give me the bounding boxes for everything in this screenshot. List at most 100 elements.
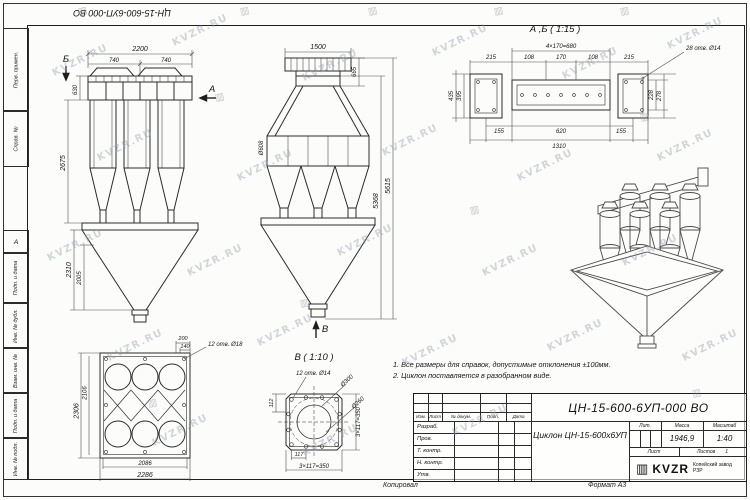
dim-plan-140: 140 (180, 344, 190, 350)
frame-cell-podp-data-2: Подп. и дата (3, 392, 29, 439)
dim-ab-1310: 1310 (552, 144, 566, 150)
dim-front-740b: 740 (161, 58, 172, 64)
isometric-geometry (569, 167, 725, 349)
dim-side-665: 665 (352, 66, 358, 77)
label-holes-12-14: 12 отв. Ø14 (296, 371, 331, 377)
dim-flange-total-bottom: 3×117=350 (299, 464, 330, 470)
frame-label: Инв. № дубл. (13, 308, 20, 343)
col-data: Дата (512, 414, 525, 419)
dim-ab-228: 228 (649, 89, 655, 101)
label-holes-12-18: 12 отв. Ø18 (208, 342, 243, 348)
col-izm: Изм. (416, 414, 426, 419)
dim-ab-215b: 215 (623, 55, 635, 61)
col-list: Лист (429, 414, 441, 419)
top-designation: ЦН-15-600-6УП-000 ВО (73, 8, 171, 18)
row-utv: Утв. (417, 472, 431, 478)
dim-ab-108a: 108 (524, 55, 535, 61)
title-block: ЦН-15-600-6УП-000 ВО Изм. Лист № докум. … (413, 393, 747, 482)
section-ab-dim-lines (452, 48, 685, 144)
frame-label: Инв. № подл. (13, 441, 20, 476)
copied-label: Копировал (383, 482, 418, 489)
front-section-arrows (62, 66, 216, 102)
titleblock-designation: ЦН-15-600-6УП-000 ВО (568, 400, 709, 415)
dim-front-2200: 2200 (131, 46, 148, 53)
company-name: Копейский завод РЗР (692, 461, 732, 474)
frame-cell-podp-data-1: Подп. и дата (3, 252, 29, 304)
dim-ab-170: 170 (556, 55, 567, 61)
dim-side-5615: 5615 (385, 178, 392, 194)
frame-label: Подп. и дата (13, 398, 19, 433)
side-geometry (260, 57, 376, 318)
dim-ab-395: 395 (457, 90, 463, 101)
frame-label: Подп. и дата (13, 260, 19, 296)
note-line-1: 1. Все размеры для справок, допустимые о… (393, 360, 611, 369)
dim-front-2005: 2005 (77, 271, 83, 286)
dim-plan-200: 200 (177, 336, 188, 342)
dim-front-2310: 2310 (66, 262, 73, 279)
col-lit: Лит. (639, 422, 651, 429)
frame-zone-marker: А (3, 230, 29, 254)
notes-block: 1. Все размеры для справок, допустимые о… (393, 360, 643, 381)
section-ab-view: А ,Б ( 1:15 ) 28 отв. Ø14 215 108 170 10… (449, 24, 721, 150)
section-ab-geometry (469, 73, 649, 119)
dim-ab-435: 435 (449, 90, 455, 101)
section-label-a: А (208, 84, 215, 95)
frame-label: Взам. инв. № (13, 353, 19, 388)
col-masshtab: Масштаб (712, 422, 737, 429)
note-line-2: 2. Циклон поставляется в разобранном вид… (393, 370, 552, 380)
dim-side-dia608: Ø608 (259, 140, 265, 156)
dim-ab-278: 278 (657, 90, 663, 102)
isometric-view (569, 167, 725, 349)
listov-text: Листов (697, 448, 716, 455)
col-podp: Подп. (486, 414, 500, 419)
dim-flange-117: 117 (295, 452, 305, 458)
section-ab-title: А ,Б ( 1:15 ) (529, 24, 581, 35)
frame-cell-vzam-inv: Взам. инв. № (3, 347, 29, 394)
row-prov: Пров. (417, 436, 433, 442)
dim-plan-2306: 2306 (74, 403, 81, 420)
dim-side-5368: 5368 (373, 193, 380, 209)
plan-dim-lines (78, 341, 207, 481)
flange-b-title: В ( 1:10 ) (294, 352, 333, 363)
dim-front-740a: 740 (109, 58, 120, 64)
titleblock-product-name: Циклон ЦН-15-600х6УП (533, 430, 627, 440)
kvzr-logo-text: KVZR (652, 461, 689, 476)
frame-cell-sprav-no: Справ. № (3, 110, 29, 167)
row-tkontr: Т. контр. (417, 448, 442, 454)
dim-ab-215a: 215 (485, 55, 497, 61)
front-geometry (81, 67, 199, 323)
value-scale: 1:40 (716, 434, 733, 443)
dim-flange-112: 112 (269, 399, 275, 408)
row-razrab: Разраб. (417, 424, 438, 430)
col-doc: № докум. (450, 414, 472, 419)
dim-front-630: 630 (73, 84, 79, 95)
company-cell: ▥ KVZR Копейский завод РЗР (629, 456, 746, 481)
dim-side-1500: 1500 (310, 44, 326, 51)
dim-ab-620: 620 (556, 129, 567, 135)
dim-ab-155a: 155 (494, 129, 505, 135)
value-massa: 1946,9 (669, 434, 695, 443)
frame-cell-perv-primen: Перв. примен. (3, 28, 29, 112)
frame-label: Перв. примен. (13, 51, 19, 89)
frame-label: Справ. № (13, 126, 19, 151)
kvzr-logo-icon: ▥ (636, 460, 649, 476)
side-view: 1500 665 Ø608 5615 5368 В (259, 44, 397, 338)
view-label-v: В (322, 324, 329, 335)
listov-value: 1 (725, 448, 728, 455)
flange-geometry (278, 386, 350, 458)
col-massa: Масса (674, 422, 690, 429)
dim-plan-2106: 2106 (83, 386, 89, 401)
label-list: Лист (647, 448, 661, 455)
flange-b-view: В ( 1:10 ) 12 отв. Ø14 Ø300 Ø260 3×117=3… (269, 352, 366, 472)
front-view: 2200 740 740 630 2675 2310 2005 Б А (60, 46, 216, 323)
dim-plan-2086: 2086 (137, 461, 152, 467)
dim-flange-300: Ø300 (339, 374, 355, 389)
row-nkontr: Н. контр. (417, 460, 444, 466)
side-dim-lines (284, 48, 397, 320)
zone-letter: А (13, 238, 19, 246)
dim-front-2675: 2675 (60, 155, 67, 172)
label-holes-28: 28 отв. Ø14 (685, 46, 721, 52)
format-label: Формат А3 (588, 482, 627, 489)
plan-view: 2306 2106 2086 2286 200 140 12 отв. Ø18 (74, 336, 243, 481)
